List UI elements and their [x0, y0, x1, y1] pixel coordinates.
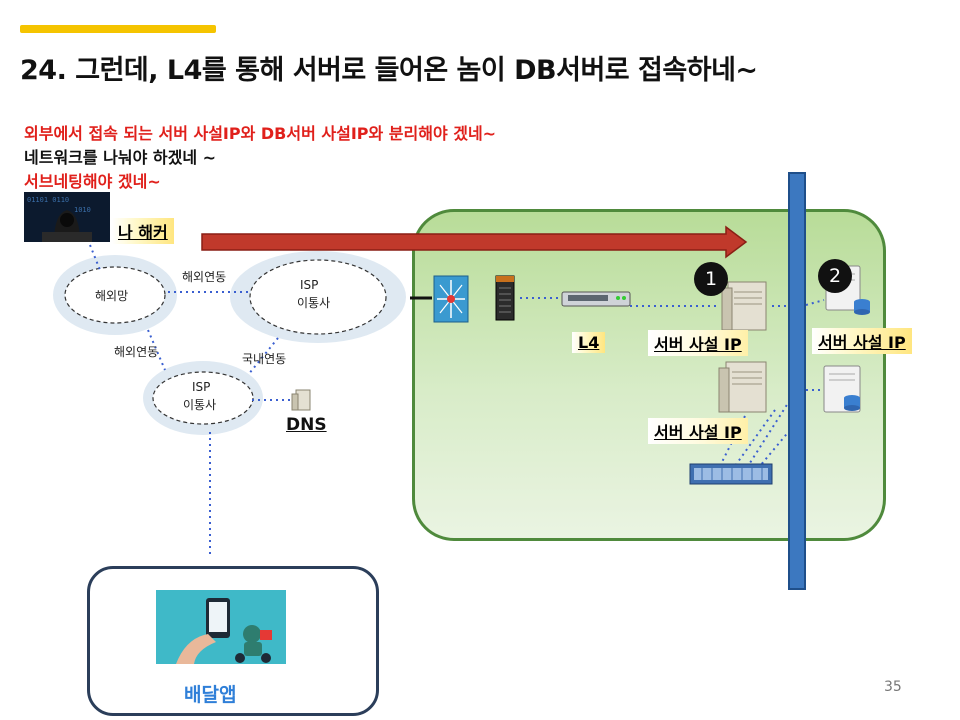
- slide-title: 24. 그런데, L4를 통해 서버로 들어온 놈이 DB서버로 접속하네~: [20, 55, 758, 86]
- note-line-1: 외부에서 접속 되는 서버 사설IP와 DB서버 사설IP와 분리해야 겠네~: [24, 124, 497, 143]
- link-label-overseas-isp2: 해외연동: [114, 345, 159, 359]
- core-switch-icon: [433, 275, 469, 323]
- l4-switch-icon: [561, 291, 631, 307]
- link-label-domestic: 국내연동: [242, 352, 287, 366]
- title-accent-bar: [20, 25, 216, 33]
- cloud-isp-bottom: [143, 361, 263, 435]
- db-server-icon-2: [823, 365, 861, 413]
- cloud-isp-top-line2: 이통사: [297, 296, 331, 310]
- server-private-ip-label-2: 서버 사설 IP: [648, 418, 748, 444]
- link-label-overseas-isp: 해외연동: [182, 270, 227, 284]
- network-bus-bar: [788, 172, 806, 590]
- attack-arrow: [201, 225, 748, 259]
- delivery-app-image: [156, 590, 286, 664]
- l4-label: L4: [572, 332, 606, 353]
- cloud-overseas: [53, 255, 177, 335]
- note-line-2: 네트워크를 나눠야 하겠네 ~: [24, 148, 217, 167]
- hacker-label: 나 해커: [112, 218, 174, 244]
- cloud-isp-top: [230, 251, 406, 343]
- svg-text:01101 0110: 01101 0110: [27, 196, 69, 204]
- storage-switch-icon: [689, 463, 773, 485]
- note-line-3: 서브네팅해야 겠네~: [24, 172, 161, 191]
- badge-2: 2: [818, 259, 852, 293]
- internal-network-area: [412, 209, 886, 541]
- delivery-app-label: 배달앱: [184, 684, 237, 706]
- dns-server-icon: [291, 389, 311, 411]
- badge-1: 1: [694, 262, 728, 296]
- page-number: 35: [884, 679, 902, 695]
- firewall-icon: [495, 275, 515, 321]
- cloud-isp-bottom-line1: ISP: [192, 380, 211, 394]
- cloud-overseas-label: 해외망: [95, 289, 129, 303]
- hacker-image: 01101 0110 1010: [24, 192, 110, 242]
- dns-label: DNS: [286, 415, 327, 435]
- cloud-isp-bottom-line2: 이통사: [183, 398, 217, 412]
- cloud-isp-top-line1: ISP: [300, 278, 319, 292]
- dotted-links: [89, 244, 826, 556]
- svg-text:1010: 1010: [74, 206, 91, 214]
- web-server-icon-1: [721, 281, 767, 331]
- db-private-ip-label: 서버 사설 IP: [812, 328, 912, 354]
- web-server-icon-2: [718, 361, 767, 413]
- server-private-ip-label-1: 서버 사설 IP: [648, 330, 748, 356]
